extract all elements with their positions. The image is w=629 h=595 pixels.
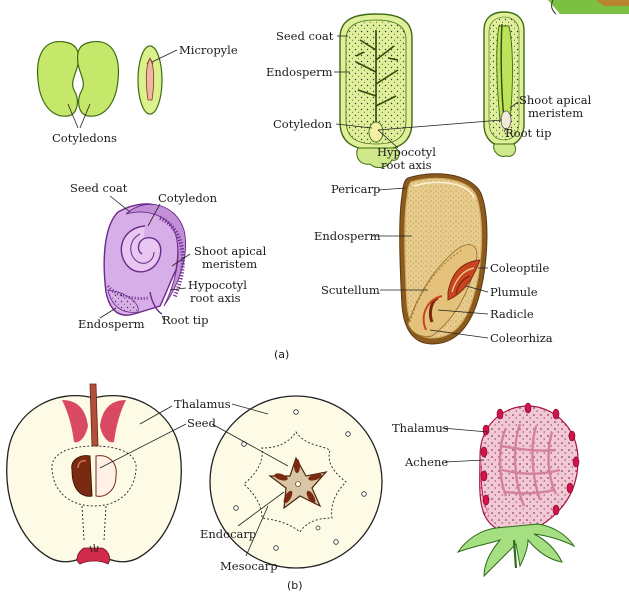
label-hypocotyl-b-line2: root axis (190, 291, 241, 305)
dicot-seed-open: Cotyledons (36, 41, 120, 145)
apple-labels: Thalamus Seed Endocarp Mesocarp (99, 397, 289, 573)
curved-seed-labels: Seed coat Cotyledon Shoot apical meriste… (70, 181, 267, 331)
label-hypocotyl-line2: root axis (381, 158, 432, 172)
dicot-section-side (483, 11, 525, 157)
label-shoot-b-line1: Shoot apical (194, 244, 267, 258)
label-endosperm: Endosperm (266, 65, 333, 79)
label-coleorhiza: Coleorhiza (490, 331, 553, 345)
label-pericarp: Pericarp (331, 182, 380, 196)
label-root-tip-a: Root tip (505, 126, 551, 140)
label-cotyledon-b: Cotyledon (158, 191, 218, 205)
caption-b: (b) (287, 579, 303, 592)
apple-transverse (209, 395, 383, 569)
dicot-seed-side: Micropyle (137, 43, 238, 115)
label-thalamus-apple: Thalamus (174, 397, 231, 411)
apple-longitudinal (6, 383, 182, 565)
label-scutellum: Scutellum (321, 283, 380, 297)
caption-a: (a) (274, 348, 289, 361)
label-hypocotyl-line1: Hypocotyl (377, 145, 436, 159)
label-hypocotyl-b-line1: Hypocotyl (188, 278, 247, 292)
label-coleoptile: Coleoptile (490, 261, 549, 275)
label-mesocarp: Mesocarp (220, 559, 278, 573)
curved-seed (103, 203, 187, 316)
strawberry-labels: Thalamus Achene (392, 421, 489, 469)
label-seed: Seed (187, 416, 216, 430)
strawberry (456, 402, 580, 578)
label-shoot-line1: Shoot apical (519, 93, 592, 107)
monocot-grain (399, 173, 488, 345)
label-micropyle: Micropyle (179, 43, 238, 57)
label-cotyledons: Cotyledons (52, 131, 117, 145)
dicot-section-front (339, 13, 413, 168)
label-root-tip-b: Root tip (162, 313, 208, 327)
label-shoot-line2: meristem (528, 106, 583, 120)
label-plumule: Plumule (490, 285, 538, 299)
label-radicle: Radicle (490, 307, 534, 321)
dicot-section-labels: Seed coat Endosperm Cotyledon Hypocotyl … (266, 29, 592, 172)
label-shoot-b-line2: meristem (202, 257, 257, 271)
label-seed-coat-b: Seed coat (70, 181, 128, 195)
label-achene: Achene (404, 455, 448, 469)
label-thalamus-strawberry: Thalamus (392, 421, 449, 435)
label-endosperm-c: Endosperm (314, 229, 381, 243)
monocot-grain-labels: Pericarp Endosperm Scutellum Coleoptile … (314, 182, 553, 345)
label-endosperm-b: Endosperm (78, 317, 145, 331)
label-cotyledon: Cotyledon (273, 117, 333, 131)
label-seed-coat: Seed coat (276, 29, 334, 43)
label-endocarp: Endocarp (200, 527, 256, 541)
corner-decoration (548, 0, 629, 15)
